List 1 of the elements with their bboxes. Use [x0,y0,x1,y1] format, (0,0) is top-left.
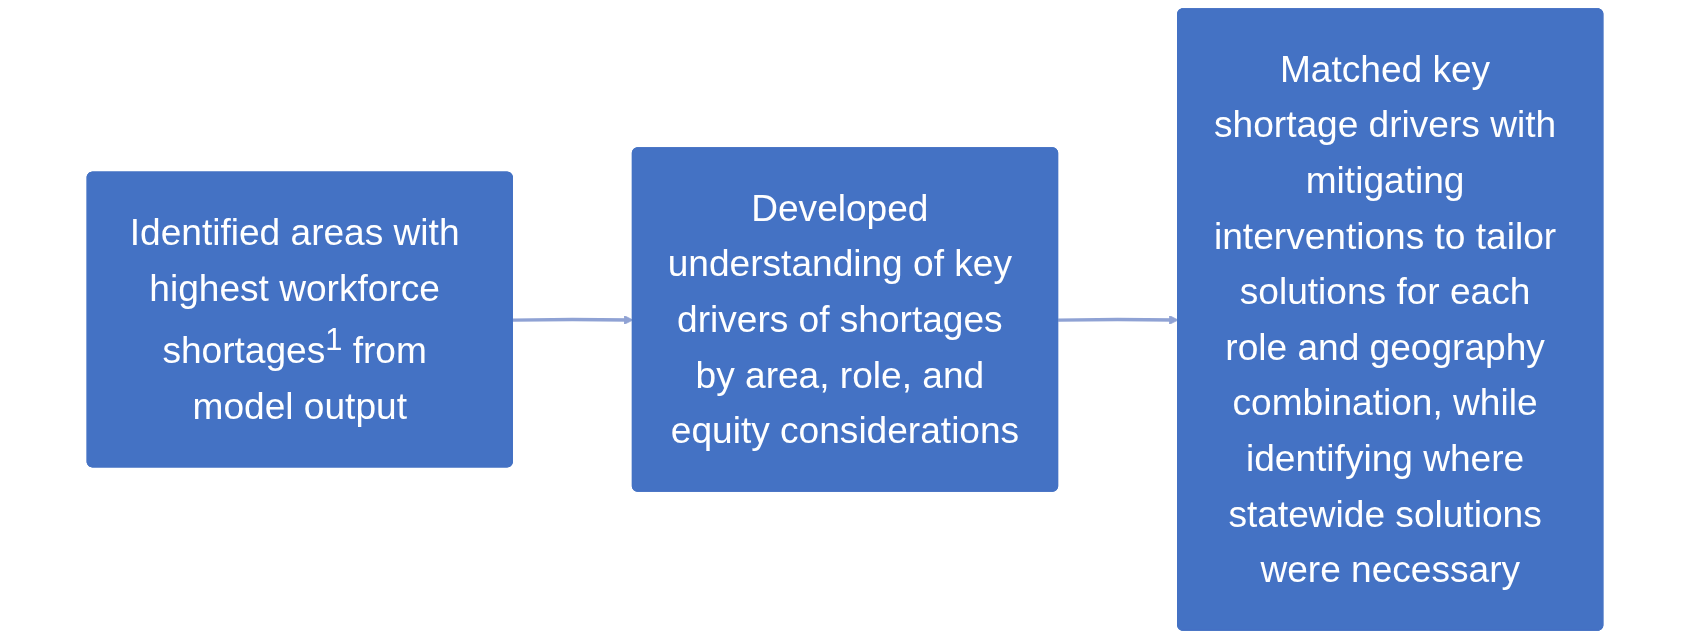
flowchart: Identified areas with highest workforce shortages$^{1}$ from model output Developed understanding of key drivers of shortages by area, role, and equity considerations Matched key shortage drivers with mitigating interventions to tailor solutions for each role and geography combination, while identifying where statewide solutions were necessary [0,0,1690,639]
